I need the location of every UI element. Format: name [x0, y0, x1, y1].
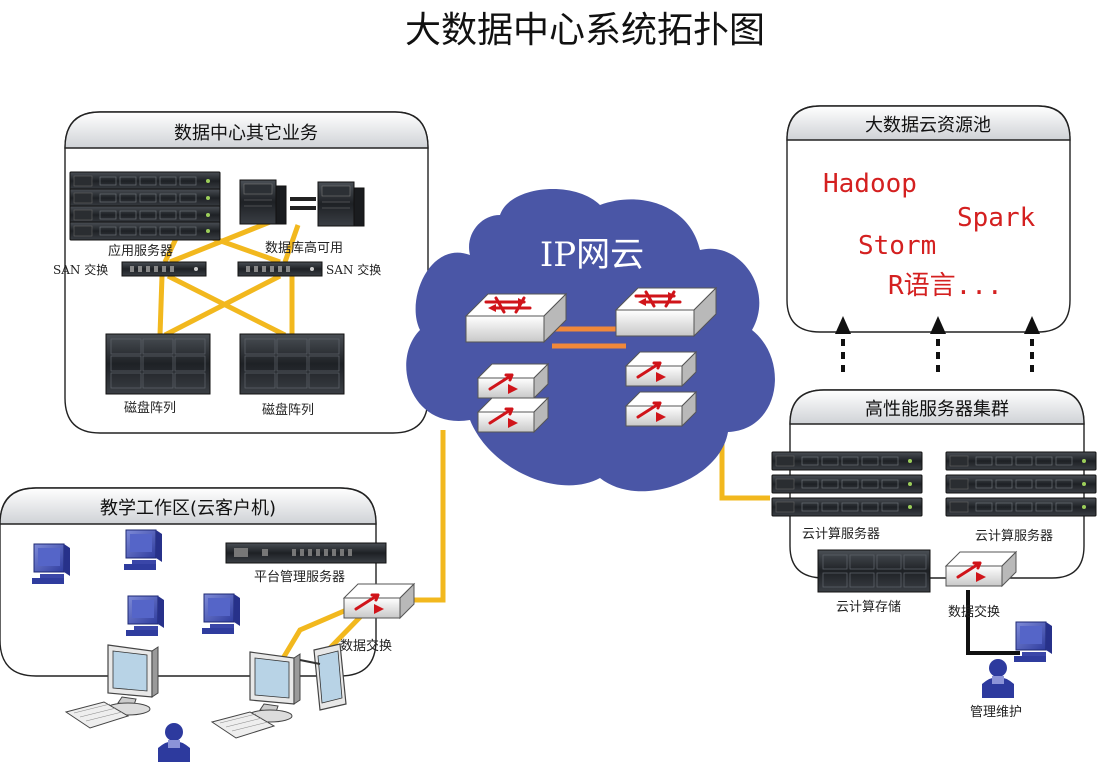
mgmt-link: [966, 590, 1020, 655]
tablet: [299, 643, 347, 711]
label-san-right: SAN 交换: [326, 262, 381, 277]
diagram-title: 大数据中心系统拓扑图: [405, 10, 765, 51]
label-cloud-server-left: 云计算服务器: [802, 526, 880, 542]
disk-array-left: [105, 333, 211, 395]
upload-arrows: [841, 334, 1034, 372]
label-platform-server: 平台管理服务器: [254, 569, 345, 585]
label-disk-right: 磁盘阵列: [262, 402, 314, 418]
label-db-ha: 数据库高可用: [265, 240, 343, 256]
label-data-switch-left: 数据交换: [340, 638, 392, 654]
mgmt-pc: [1013, 621, 1053, 663]
tech-r: R语言...: [888, 271, 1003, 301]
group-teaching: 教学工作区(云客户机): [0, 487, 377, 677]
group-hpc-cluster: 高性能服务器集群: [789, 389, 1085, 579]
db-tower-servers: [239, 179, 365, 227]
mgmt-user-icon: [982, 659, 1014, 698]
platform-server: [225, 542, 387, 564]
data-switch-right: [944, 550, 1018, 588]
label-cloud-server-right: 云计算服务器: [975, 528, 1053, 544]
app-server-stack: [69, 171, 221, 241]
access-switch-l2: [476, 396, 550, 434]
label-data-switch-right: 数据交换: [948, 604, 1000, 620]
access-switch-r2: [624, 390, 698, 428]
san-switch-right: [237, 261, 323, 277]
core-trunk: [552, 326, 626, 349]
data-switch-left: [342, 582, 416, 620]
tech-storm: Storm: [858, 231, 936, 261]
teaching-user-icon: [158, 723, 190, 762]
group-dc-other-title: 数据中心其它业务: [174, 123, 318, 144]
group-hpc-cluster-title: 高性能服务器集群: [865, 399, 1009, 420]
san-switch-left: [121, 261, 207, 277]
tech-spark: Spark: [957, 203, 1036, 233]
san-links: [157, 217, 301, 338]
label-san-left: SAN 交换: [53, 262, 108, 277]
core-switch-right: [614, 286, 718, 338]
ip-cloud: IP网云: [406, 188, 775, 492]
group-teaching-title: 教学工作区(云客户机): [100, 498, 276, 519]
access-switch-r1: [624, 350, 698, 388]
label-mgmt: 管理维护: [970, 705, 1022, 720]
cloud-servers-right: [945, 451, 1097, 517]
label-app-server: 应用服务器: [108, 243, 173, 259]
label-disk-left: 磁盘阵列: [124, 400, 176, 416]
label-cloud-storage: 云计算存储: [836, 600, 901, 615]
cloud-storage: [817, 549, 931, 593]
tech-hadoop: Hadoop: [823, 169, 917, 199]
core-switch-left: [464, 292, 568, 344]
arrow-heads: [835, 316, 1040, 334]
cloud-servers-left: [771, 451, 923, 517]
group-bigdata-pool-title: 大数据云资源池: [865, 115, 991, 136]
ip-cloud-label: IP网云: [540, 235, 644, 275]
disk-array-right: [239, 333, 345, 395]
group-bigdata-pool: 大数据云资源池: [786, 105, 1071, 333]
access-switch-l1: [476, 362, 550, 400]
